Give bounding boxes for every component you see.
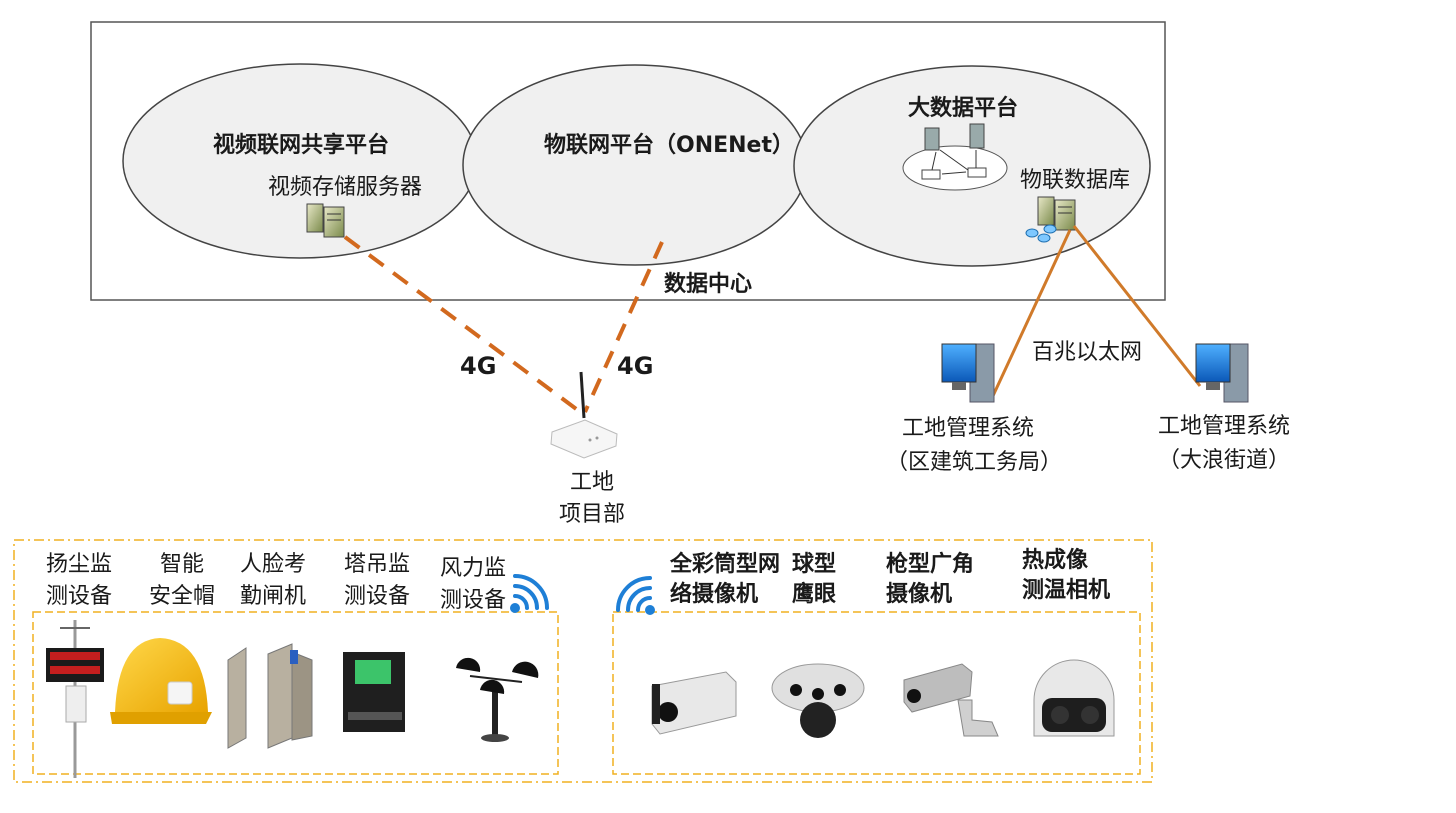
safety-helmet-label-line1: 智能 [160, 552, 205, 577]
link-4g-iot [583, 241, 664, 413]
wind-monitor-label-line1: 风力监 [440, 556, 507, 581]
video-storage-server-label: 视频存储服务器 [268, 175, 423, 200]
dome-eagle-eye-camera-image [771, 663, 865, 738]
computer-icon-district [941, 343, 995, 403]
link-4g-video [343, 235, 585, 416]
video-platform-title: 视频联网共享平台 [213, 133, 390, 158]
iot-platform-ellipse [462, 64, 808, 266]
dome-camera-label-line2: 鹰眼 [792, 582, 837, 607]
bullet-camera-image [651, 671, 737, 735]
thermal-camera-label-line1: 热成像 [1022, 548, 1089, 573]
ethernet-link-district [990, 229, 1072, 399]
bigdata-cluster-icon [902, 123, 1008, 191]
video-storage-server-icon [306, 203, 345, 238]
wind-monitor-label-line2: 测设备 [440, 588, 507, 613]
ethernet-label: 百兆以太网 [1032, 340, 1143, 365]
iot-devices-outer-group [13, 539, 1153, 783]
cameras-inner-group [612, 611, 1141, 775]
thermal-camera-image [1033, 659, 1115, 737]
bullet-camera-label-line1: 全彩筒型网 [670, 552, 781, 577]
iot-database-icon [1025, 196, 1076, 243]
safety-helmet-image [110, 638, 212, 724]
tower-crane-label-line1: 塔吊监 [344, 552, 411, 577]
mgmt-system-street-line1: 工地管理系统 [1158, 414, 1291, 439]
bigdata-platform-title: 大数据平台 [908, 96, 1019, 121]
data-center-label: 数据中心 [664, 272, 753, 297]
dust-monitor-label-line1: 扬尘监 [46, 552, 113, 577]
turnstile-label-line1: 人脸考 [240, 552, 307, 577]
iot-platform-title: 物联网平台（ONENet） [544, 133, 794, 158]
site-office-line1: 工地 [570, 470, 615, 495]
tower-crane-label-line2: 测设备 [344, 584, 411, 609]
ethernet-link-street [1072, 225, 1202, 387]
dust-monitor-label-line2: 测设备 [46, 584, 113, 609]
dome-camera-label-line1: 球型 [792, 552, 837, 577]
wifi-icon-cameras [616, 576, 655, 615]
mgmt-system-district-line2: （区建筑工务局） [886, 450, 1063, 475]
site-office-line2: 项目部 [559, 502, 626, 527]
router-icon [550, 371, 618, 459]
gun-camera-label-line2: 摄像机 [886, 582, 953, 607]
mgmt-system-district-line1: 工地管理系统 [902, 416, 1035, 441]
dust-monitor-image [46, 620, 104, 778]
tower-crane-monitor-image [343, 652, 405, 732]
turnstile-image [227, 643, 313, 749]
link-4g-right-label: 4G [617, 352, 654, 380]
iot-devices-inner-group [32, 611, 559, 775]
bullet-camera-label-line2: 络摄像机 [670, 582, 759, 607]
iot-database-label: 物联数据库 [1020, 168, 1131, 193]
turnstile-label-line2: 勤闸机 [240, 584, 307, 609]
computer-icon-street [1195, 343, 1249, 403]
mgmt-system-street-line2: （大浪街道） [1158, 448, 1291, 473]
wifi-icon-devices [510, 574, 549, 613]
anemometer-image [456, 657, 539, 742]
wide-angle-gun-camera-image [903, 663, 999, 737]
gun-camera-label-line1: 枪型广角 [886, 552, 975, 577]
safety-helmet-label-line2: 安全帽 [149, 584, 216, 609]
thermal-camera-label-line2: 测温相机 [1022, 578, 1111, 603]
video-platform-ellipse [122, 63, 478, 259]
link-4g-left-label: 4G [460, 352, 497, 380]
